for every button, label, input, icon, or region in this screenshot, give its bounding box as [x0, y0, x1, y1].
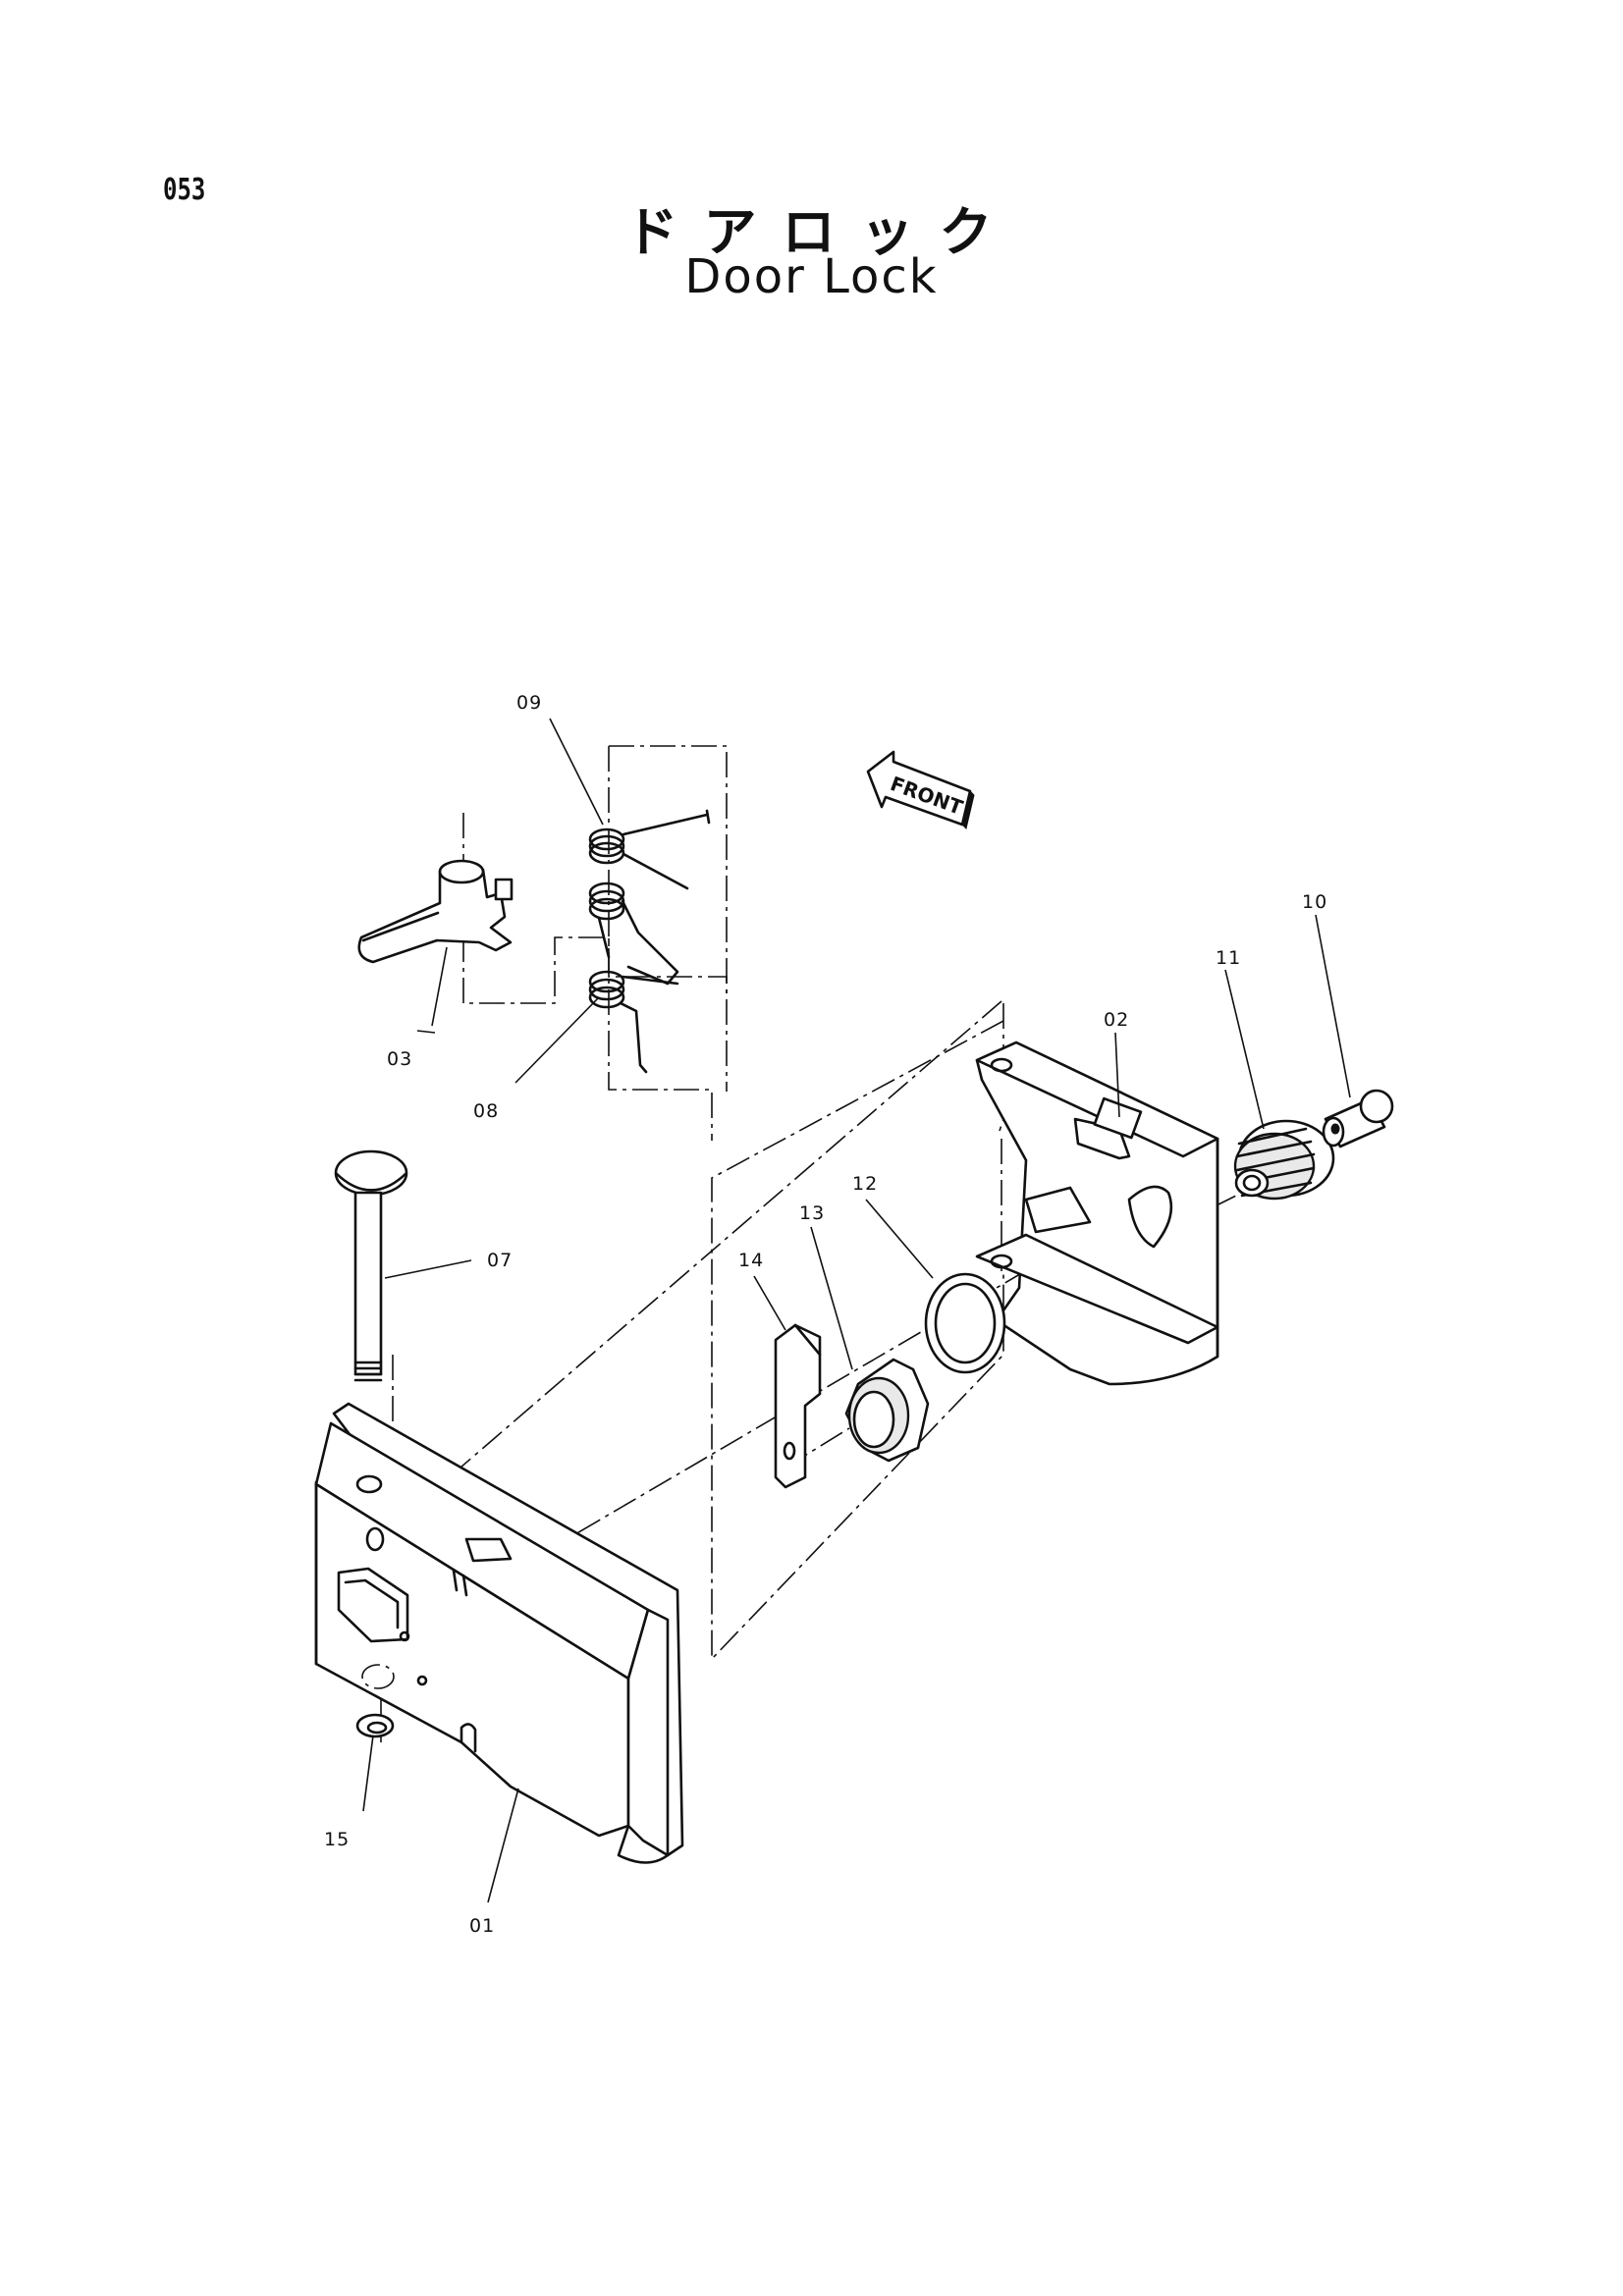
part-13-hex-nut	[844, 1358, 930, 1463]
callout-10: 10	[1302, 891, 1327, 913]
title-english: Door Lock	[684, 249, 939, 304]
part-14-latch-plate	[774, 1323, 822, 1489]
part-07-bolt	[334, 1149, 408, 1382]
callout-03: 03	[387, 1048, 412, 1070]
assembly-guide-lines	[380, 745, 1243, 1742]
part-08-torsion-spring	[588, 970, 679, 1074]
part-09-torsion-spring	[588, 809, 711, 890]
part-11-threaded-bushing	[1233, 1119, 1335, 1201]
part-02-lock-bracket	[975, 1041, 1219, 1386]
callout-13: 13	[799, 1202, 825, 1224]
callout-01: 01	[469, 1915, 495, 1937]
front-arrow-icon: FRONT	[866, 750, 975, 829]
callout-15: 15	[324, 1829, 350, 1850]
spring-linkage	[588, 881, 679, 986]
callout-12: 12	[852, 1173, 878, 1195]
callout-07: 07	[487, 1250, 513, 1271]
callout-08: 08	[473, 1100, 499, 1122]
part-03-lock-lever	[357, 859, 514, 964]
title-japanese: ドアロック	[624, 201, 1018, 263]
callout-02: 02	[1104, 1009, 1129, 1031]
part-01-door-handle-housing	[314, 1402, 684, 1864]
callout-labels: 09 03 08 02 11 10 12 13 14 07 15 01	[324, 692, 1327, 1937]
page-number: 053	[163, 173, 206, 207]
callout-11: 11	[1216, 947, 1241, 969]
part-15-snap-ring	[355, 1713, 395, 1738]
callout-09: 09	[516, 692, 542, 714]
part-10-lock-cylinder	[1322, 1089, 1394, 1148]
part-12-o-ring	[924, 1272, 1006, 1374]
callout-14: 14	[738, 1250, 764, 1271]
leader-lines	[362, 718, 1351, 1903]
